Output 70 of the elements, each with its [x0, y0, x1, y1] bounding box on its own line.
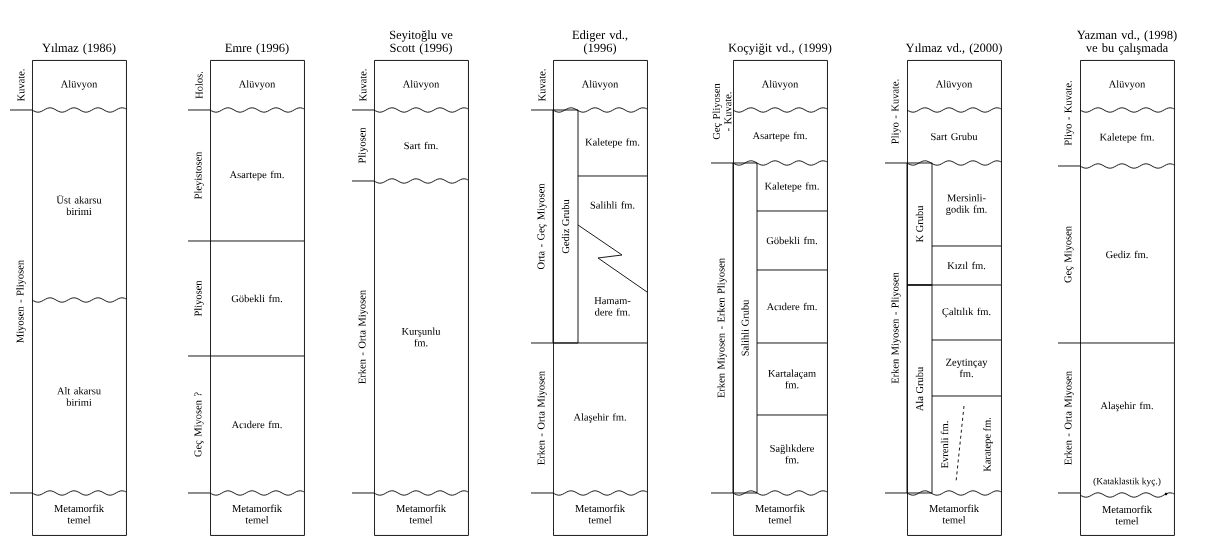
age-label: Miyosen - Pliyosen: [16, 260, 26, 343]
column-heading: Koçyiğit vd., (1999): [728, 43, 832, 55]
column-heading: Yılmaz vd., (2000): [905, 43, 1002, 55]
unit-label: Alüvyon: [581, 80, 619, 90]
age-label: Geç Miyosen ?: [194, 392, 204, 457]
age-label: Kuvate.: [359, 69, 367, 102]
age-label: Kuvate.: [17, 69, 25, 102]
age-label: Holos.: [195, 71, 203, 99]
note-label: (Kataklastik kyç.): [1093, 477, 1161, 487]
unit-label: Kaletepe fm.: [1099, 133, 1154, 143]
group-strip: Gediz Grubu: [552, 109, 579, 344]
age-label: Erken - Orta Miyosen: [537, 371, 547, 465]
unit-label: Acıdere fm.: [231, 420, 282, 429]
unit-label: Metamorfik temel: [929, 504, 979, 524]
unit-label: Metamorfik temel: [575, 504, 625, 524]
group-strip: Ala Grubu: [906, 284, 933, 494]
column-heading: Emre (1996): [225, 43, 289, 55]
unit-label: Asartepe fm.: [229, 170, 284, 181]
unit-label: Alüvyon: [60, 80, 98, 90]
age-label: Pliyo - Kuvate.: [1064, 81, 1074, 146]
unit-label: Alt akarsu birimi: [57, 387, 101, 406]
age-label: Geç Pliyosen - Kuvate.: [712, 83, 732, 140]
age-label: Pliyosen: [358, 127, 368, 164]
unit-label: Kartalaçam fm.: [768, 369, 816, 389]
unit-label: Alüvyon: [1108, 80, 1146, 90]
unit-label: Sart Grubu: [931, 132, 978, 141]
unit-label: Alaşehir fm.: [573, 413, 626, 423]
unit-label: Metamorfik temel: [396, 504, 446, 524]
age-label: Pleyistosen: [194, 151, 204, 200]
column-heading: Ediger vd., (1996): [572, 30, 628, 55]
age-label: Pliyo - Kuvate.: [891, 79, 901, 144]
unit-label: Sart fm.: [404, 141, 438, 150]
unit-label: Metamorfik temel: [54, 504, 104, 524]
unit-label: Kurşunlu fm.: [401, 327, 441, 347]
unit-label: Acıdere fm.: [766, 302, 817, 311]
unit-label: Alüvyon: [761, 80, 799, 90]
unit-label: Asartepe fm.: [752, 131, 807, 142]
unit-label: Zeytinçay fm.: [946, 358, 988, 378]
age-label: Pliyosen: [194, 280, 204, 317]
age-label: Erken - Orta Miyosen: [1064, 371, 1074, 465]
unit-label: Alüvyon: [935, 80, 973, 90]
unit-label: Karatepe fm.: [983, 417, 993, 472]
unit-label: Gediz fm.: [1106, 250, 1148, 259]
unit-label: Salihli fm.: [590, 201, 635, 209]
unit-label: Hamam-dere fm.: [594, 297, 631, 316]
unit-label: Kızıl fm.: [947, 261, 986, 270]
age-label: Erken - Orta Miyosen: [358, 290, 368, 384]
unit-label: Çaltılık fm.: [942, 307, 991, 318]
column-heading: Yılmaz (1986): [42, 43, 116, 55]
unit-label: Evrenli fm.: [940, 421, 949, 468]
column-heading: Seyitoğlu ve Scott (1996): [390, 30, 453, 55]
unit-label: Mersinli-godik fm.: [946, 194, 987, 215]
age-label: Kuvate.: [538, 69, 546, 102]
unit-label: Göbekli fm.: [231, 294, 283, 303]
unit-label: Alaşehir fm.: [1100, 401, 1153, 412]
unit-label: Metamorfik temel: [755, 504, 805, 524]
unit-label: Metamorfik temel: [1102, 505, 1152, 525]
unit-label: Kaletepe fm.: [585, 138, 640, 148]
age-label: Geç Miyosen: [1064, 226, 1074, 283]
unit-label: Kaletepe fm.: [764, 182, 819, 192]
group-strip: K Grubu: [906, 162, 933, 286]
unit-label: Göbekli fm.: [766, 236, 817, 245]
unit-label: Sağlıkdere fm.: [770, 444, 814, 464]
column-heading: Yazman vd., (1998) ve bu çalışmada: [1076, 30, 1177, 55]
age-label: Erken Miyosen - Pliyosen: [891, 272, 901, 384]
unit-label: Alüvyon: [238, 80, 276, 90]
unit-label: Alüvyon: [402, 80, 440, 90]
unit-label: Metamorfik temel: [232, 504, 282, 524]
group-strip: Salihli Grubu: [732, 162, 758, 494]
unit-label: Üst akarsu birimi: [56, 195, 102, 215]
